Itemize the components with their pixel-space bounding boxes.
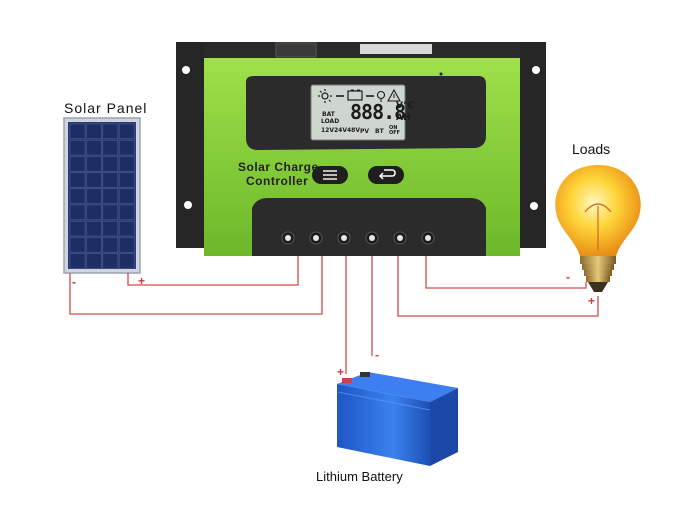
controller-label-line2: Controller [246, 174, 309, 188]
solar-cell [86, 172, 102, 188]
solar-cell [118, 188, 135, 204]
lcd-pv-label: PV [360, 128, 370, 135]
return-icon [378, 169, 396, 180]
solar-cell [102, 204, 119, 221]
solar-cell [69, 123, 86, 140]
lcd-bat-label: BAT [322, 111, 335, 118]
solar-cell [118, 139, 135, 156]
solar-cell [69, 204, 86, 221]
terminal-screw-head [369, 235, 375, 241]
solar-cell [118, 156, 135, 172]
solar-cell [86, 253, 102, 269]
solar-cell [102, 220, 119, 237]
lcd-load-label: LOAD [321, 118, 340, 125]
controller-label-line1: Solar Charge [238, 160, 319, 174]
battery-minus-marker: - [375, 348, 379, 362]
solar-panel-label: Solar Panel [64, 100, 148, 116]
menu-icon [323, 170, 337, 180]
solar-cell [102, 172, 119, 188]
solar-cell [118, 204, 135, 221]
solar-cell [102, 188, 119, 204]
solar-panel [63, 117, 141, 274]
solar-cell [69, 188, 86, 204]
wire-load-negative [425, 244, 587, 289]
solar-minus-marker: - [72, 275, 76, 289]
load-plus-marker: + [588, 294, 596, 308]
solar-cell [102, 156, 119, 172]
wire-solar-positive [127, 244, 299, 286]
solar-cell [69, 220, 86, 237]
solar-cell [69, 253, 86, 269]
solar-cell [69, 139, 86, 156]
battery-plus-marker: + [337, 365, 345, 379]
solar-plus-marker: + [138, 274, 146, 288]
lcd-unit-bottom: AH [396, 113, 411, 123]
solar-cell [86, 220, 102, 237]
solar-cell [86, 156, 102, 172]
terminal-screw-head [397, 235, 403, 241]
solar-cell [102, 237, 119, 253]
back-button-shape [368, 166, 404, 184]
solar-cell [102, 253, 119, 269]
solar-cell [86, 139, 102, 156]
terminal-screw-head [313, 235, 319, 241]
lcd-voltages: 12V24V48V [321, 127, 360, 134]
solar-cell [118, 220, 135, 237]
lcd-on-label: ON [389, 125, 398, 131]
lcd-unit-top: V℃ [396, 101, 414, 111]
solar-cell [118, 123, 135, 140]
wires [69, 244, 599, 374]
terminal-row [281, 231, 435, 245]
loads-label: Loads [572, 141, 611, 157]
solar-cell [69, 156, 86, 172]
lcd-battery-icon [347, 89, 363, 101]
solar-cell [86, 204, 102, 221]
terminal-screw-head [285, 235, 291, 241]
light-bulb [555, 165, 641, 292]
solar-cell [86, 188, 102, 204]
load-minus-marker: - [566, 270, 570, 284]
terminal-screw-head [425, 235, 431, 241]
solar-cell [102, 123, 119, 140]
battery-label: Lithium Battery [316, 469, 403, 484]
wire-load-positive [397, 244, 599, 317]
solar-cell [102, 139, 119, 156]
solar-cell [118, 237, 135, 253]
lithium-battery [337, 372, 458, 466]
solar-cell [118, 253, 135, 269]
solar-cell [118, 172, 135, 188]
lcd-digits: 888.8 [350, 100, 406, 124]
terminal-screw-head [341, 235, 347, 241]
wire-solar-negative [69, 244, 323, 315]
lcd-bt-label: BT [375, 128, 384, 135]
solar-cell [86, 123, 102, 140]
solar-cell [86, 237, 102, 253]
charge-controller [176, 42, 546, 256]
lcd-bulb-icon [376, 90, 386, 102]
lcd-sun-icon [318, 89, 332, 103]
lcd-warning-icon [387, 88, 401, 102]
solar-cell [69, 172, 86, 188]
lcd-off-label: OFF [389, 130, 401, 136]
solar-cell [69, 237, 86, 253]
